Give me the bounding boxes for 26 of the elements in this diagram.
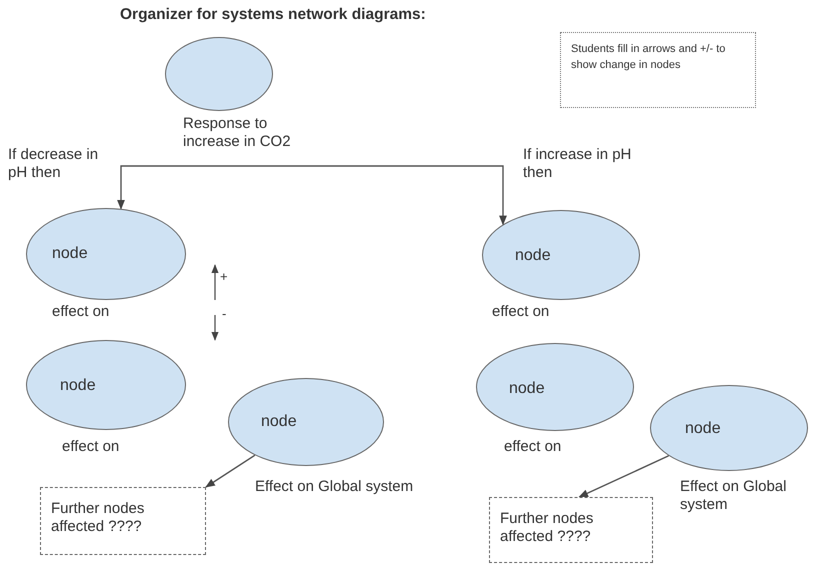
node-label: node (515, 247, 551, 265)
node-caption: Effect on Global system (680, 478, 788, 514)
node-caption: Effect on Global system (255, 478, 414, 496)
dashed-box (40, 487, 206, 555)
node-caption: effect on (62, 438, 120, 456)
node-caption: effect on (52, 303, 110, 321)
branch-arrow (312, 165, 507, 226)
node-caption: effect on (504, 438, 562, 456)
box-text: Further nodes affected ???? (51, 500, 146, 536)
diagram-title: Organizer for systems network diagrams: (120, 6, 426, 24)
sign-label: - (222, 305, 226, 323)
node-caption: effect on (492, 303, 550, 321)
node-caption: Response to increase in CO2 (183, 115, 292, 151)
box-text: Further nodes affected ???? (500, 510, 594, 546)
node-label: node (509, 380, 545, 398)
dashed-box (489, 497, 653, 563)
leader-line (578, 455, 669, 498)
node-label: node (261, 413, 297, 431)
leader-line (205, 454, 256, 488)
note-text: Students fill in arrows and +/- to show change in nodes (571, 42, 726, 73)
note-box (560, 32, 756, 108)
node-label: node (60, 377, 96, 395)
sign-label: + (220, 268, 228, 286)
node-label: node (52, 245, 88, 263)
node-label: node (685, 420, 721, 438)
branch-arrow (117, 165, 312, 210)
